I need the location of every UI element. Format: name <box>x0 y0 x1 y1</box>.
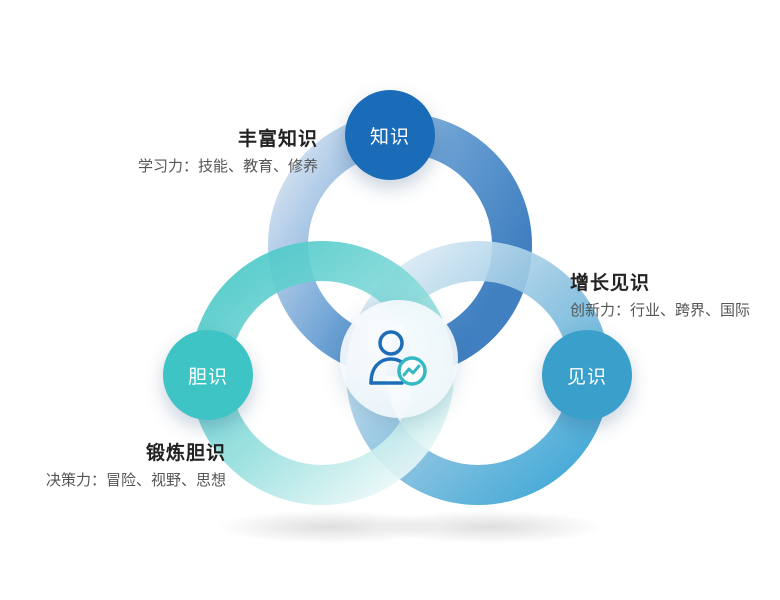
node-insight: 见识 <box>542 330 632 420</box>
user-trend-icon <box>369 330 427 386</box>
courage-title: 锻炼胆识 <box>145 442 226 464</box>
center-badge <box>340 300 458 418</box>
insight-desc: 创新力：行业、跨界、国际 <box>570 301 751 319</box>
knowledge-desc: 学习力：技能、教育、修养 <box>137 157 318 175</box>
node-knowledge: 知识 <box>345 90 435 180</box>
knowledge-title: 丰富知识 <box>237 128 318 150</box>
courage-desc: 决策力：冒险、视野、思想 <box>45 471 226 489</box>
ground-shadow-right <box>375 510 605 544</box>
node-courage: 胆识 <box>163 330 253 420</box>
insight-title: 增长见识 <box>570 272 651 294</box>
ground-shadow-left <box>215 510 445 544</box>
